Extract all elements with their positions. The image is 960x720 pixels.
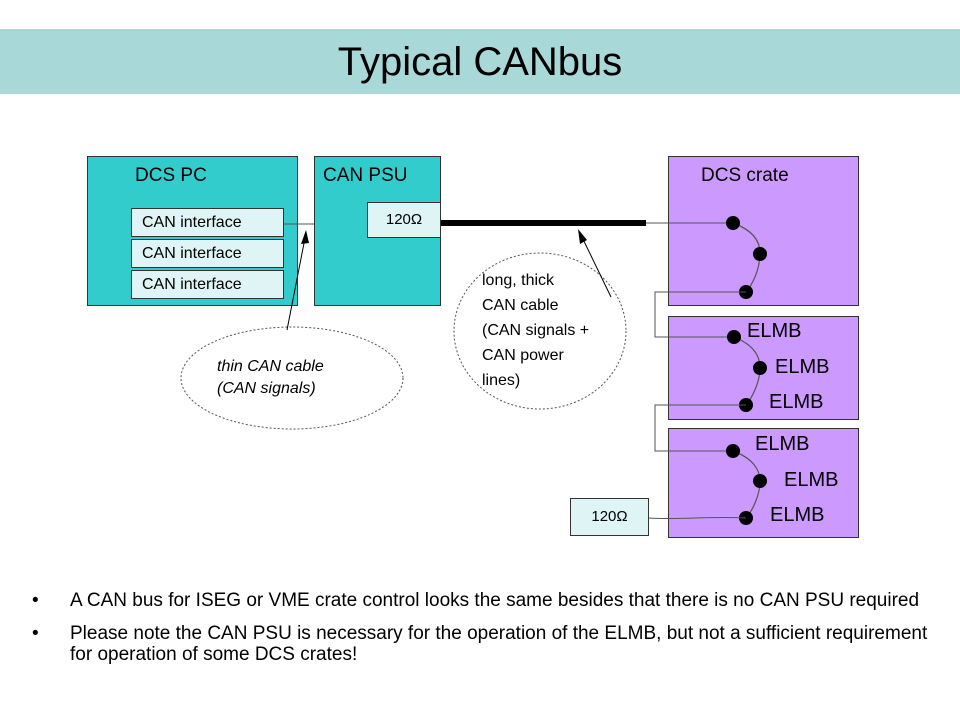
title-bar xyxy=(0,29,960,94)
bullet-item: • A CAN bus for ISEG or VME crate control… xyxy=(30,590,930,611)
thick-cable-arrow xyxy=(579,232,612,298)
thin-cable-note: thin CAN cable (CAN signals) xyxy=(217,356,324,400)
thin-cable-note-line-2: (CAN signals) xyxy=(217,380,316,397)
elmb-label-2: ELMB xyxy=(775,356,830,378)
can-interface-1: CAN interface xyxy=(131,208,284,237)
elmb-label-1: ELMB xyxy=(747,320,802,342)
slide-title: Typical CANbus xyxy=(337,40,623,84)
terminator-wire xyxy=(648,516,747,520)
can-interface-2: CAN interface xyxy=(131,239,284,268)
thin-cable-arrowhead xyxy=(301,230,309,244)
dcs-crate-box xyxy=(668,156,859,306)
bullet-item: • Please note the CAN PSU is necessary fo… xyxy=(30,623,930,665)
elmb-label-4: ELMB xyxy=(755,433,810,455)
bullet-icon: • xyxy=(32,590,39,611)
bullet-text-2: Please note the CAN PSU is necessary for… xyxy=(70,623,928,665)
thick-cable-note-line-4: CAN power xyxy=(482,347,564,364)
thick-cable-note-line-5: lines) xyxy=(482,372,521,389)
thick-cable-note-line-1: long, thick xyxy=(482,272,555,289)
elmb-label-3: ELMB xyxy=(769,391,824,413)
elmb-connector-1 xyxy=(727,330,741,344)
thick-cable-note-line-3: (CAN signals + xyxy=(482,322,590,339)
thick-cable-note-line-2: CAN cable xyxy=(482,297,559,314)
thick-cable-arrowhead xyxy=(578,229,587,244)
dcs-pc-label: DCS PC xyxy=(135,165,207,186)
can-interface-3: CAN interface xyxy=(131,270,284,299)
dcs-crate-label: DCS crate xyxy=(701,165,789,186)
thick-cable-callout xyxy=(453,252,627,410)
crate-connector-1 xyxy=(726,216,740,230)
thick-cable-note: long, thick CAN cable (CAN signals + CAN… xyxy=(482,268,589,393)
elmb-connector-2 xyxy=(753,361,767,375)
terminator-resistor: 120Ω xyxy=(570,498,649,536)
thin-cable-callout xyxy=(180,326,404,430)
link-wire-2 xyxy=(654,404,746,452)
elmb-label-5: ELMB xyxy=(784,469,839,491)
elmb-label-6: ELMB xyxy=(770,504,825,526)
elmb-connector-4 xyxy=(726,444,740,458)
can-psu-label: CAN PSU xyxy=(323,165,408,186)
bullet-list: • A CAN bus for ISEG or VME crate control… xyxy=(30,590,930,677)
link-wire-1 xyxy=(654,291,746,338)
thin-cable-arrow xyxy=(286,232,307,331)
elmb-connector-5 xyxy=(753,474,767,488)
psu-resistor: 120Ω xyxy=(367,202,441,238)
bullet-text-1: A CAN bus for ISEG or VME crate control … xyxy=(70,590,920,611)
crate-connector-2 xyxy=(753,247,767,261)
bullet-icon: • xyxy=(32,623,39,644)
thin-cable-note-line-1: thin CAN cable xyxy=(217,358,324,375)
